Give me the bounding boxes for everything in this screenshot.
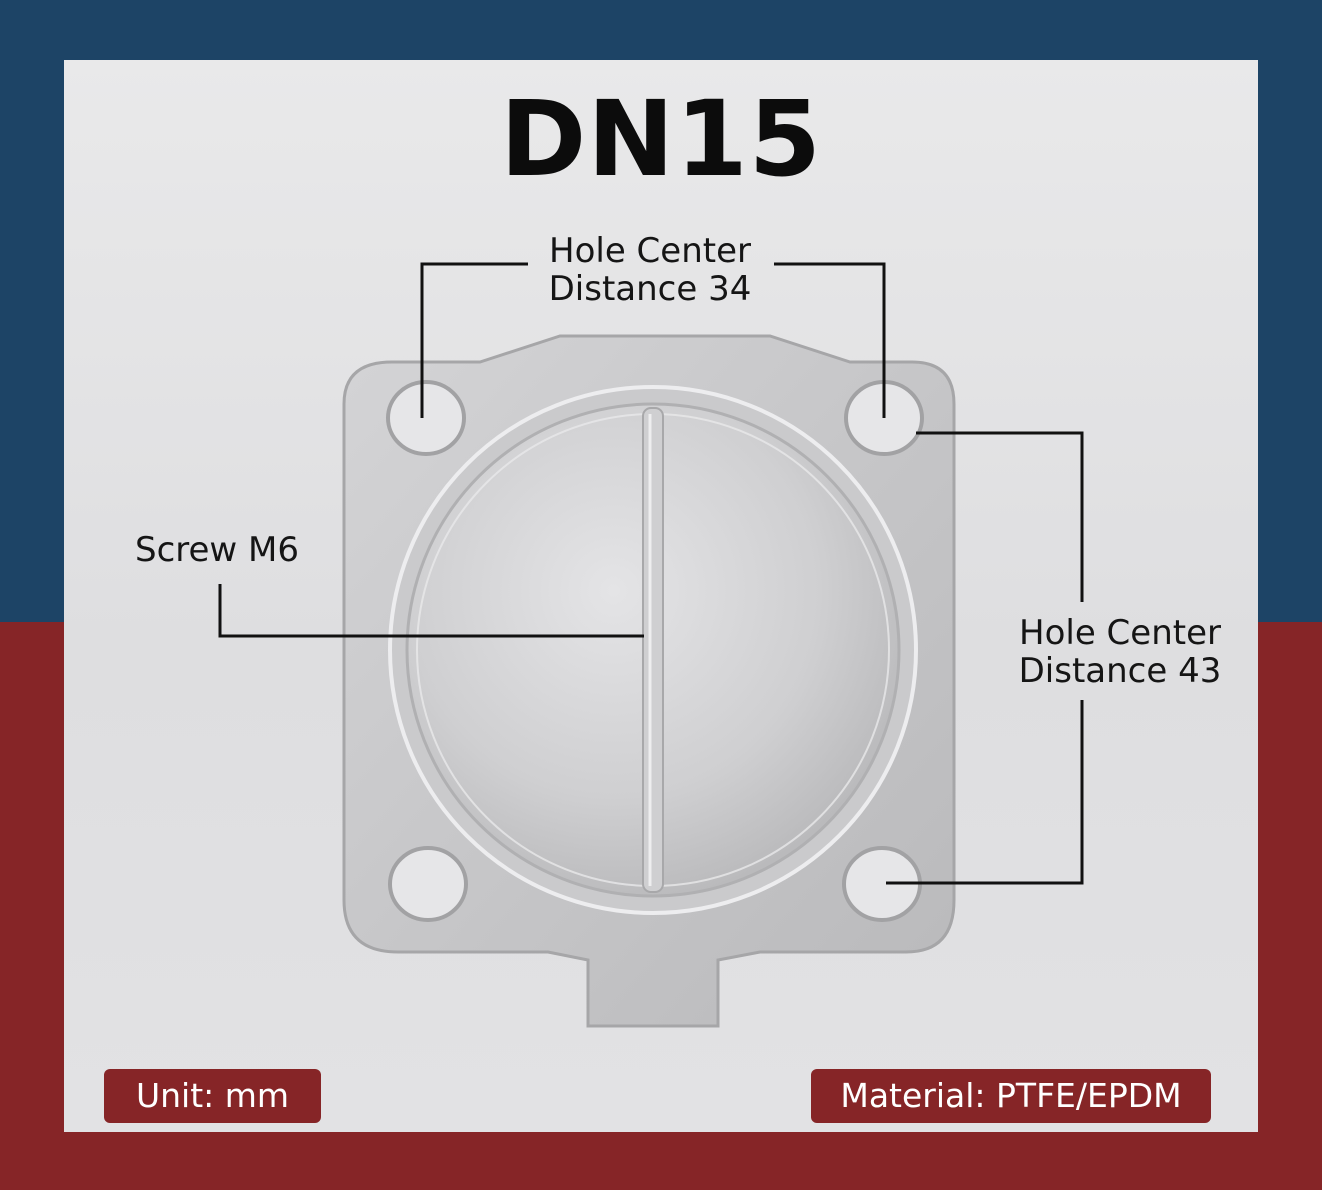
bolt-hole-top-left [386, 380, 466, 456]
leader-screw [218, 584, 644, 638]
page-title: DN15 [499, 78, 823, 200]
leader-side-distance-bottom [886, 700, 1084, 885]
leader-top-distance [420, 262, 528, 418]
top-distance-line2: Distance 34 [548, 269, 752, 309]
leader-top-distance-right [774, 262, 886, 418]
screw-label: Screw M6 [134, 530, 299, 570]
top-distance-label: Hole Center Distance 34 [530, 232, 770, 308]
center-rib [642, 407, 664, 893]
bolt-hole-bottom-left [388, 846, 468, 922]
unit-badge: Unit: mm [104, 1069, 321, 1123]
leader-side-distance-top [916, 431, 1084, 602]
top-distance-line1: Hole Center [549, 231, 751, 271]
side-distance-label: Hole Center Distance 43 [1000, 614, 1240, 690]
side-distance-line1: Hole Center [1019, 613, 1221, 653]
side-distance-line2: Distance 43 [1018, 651, 1222, 691]
material-badge: Material: PTFE/EPDM [811, 1069, 1211, 1123]
